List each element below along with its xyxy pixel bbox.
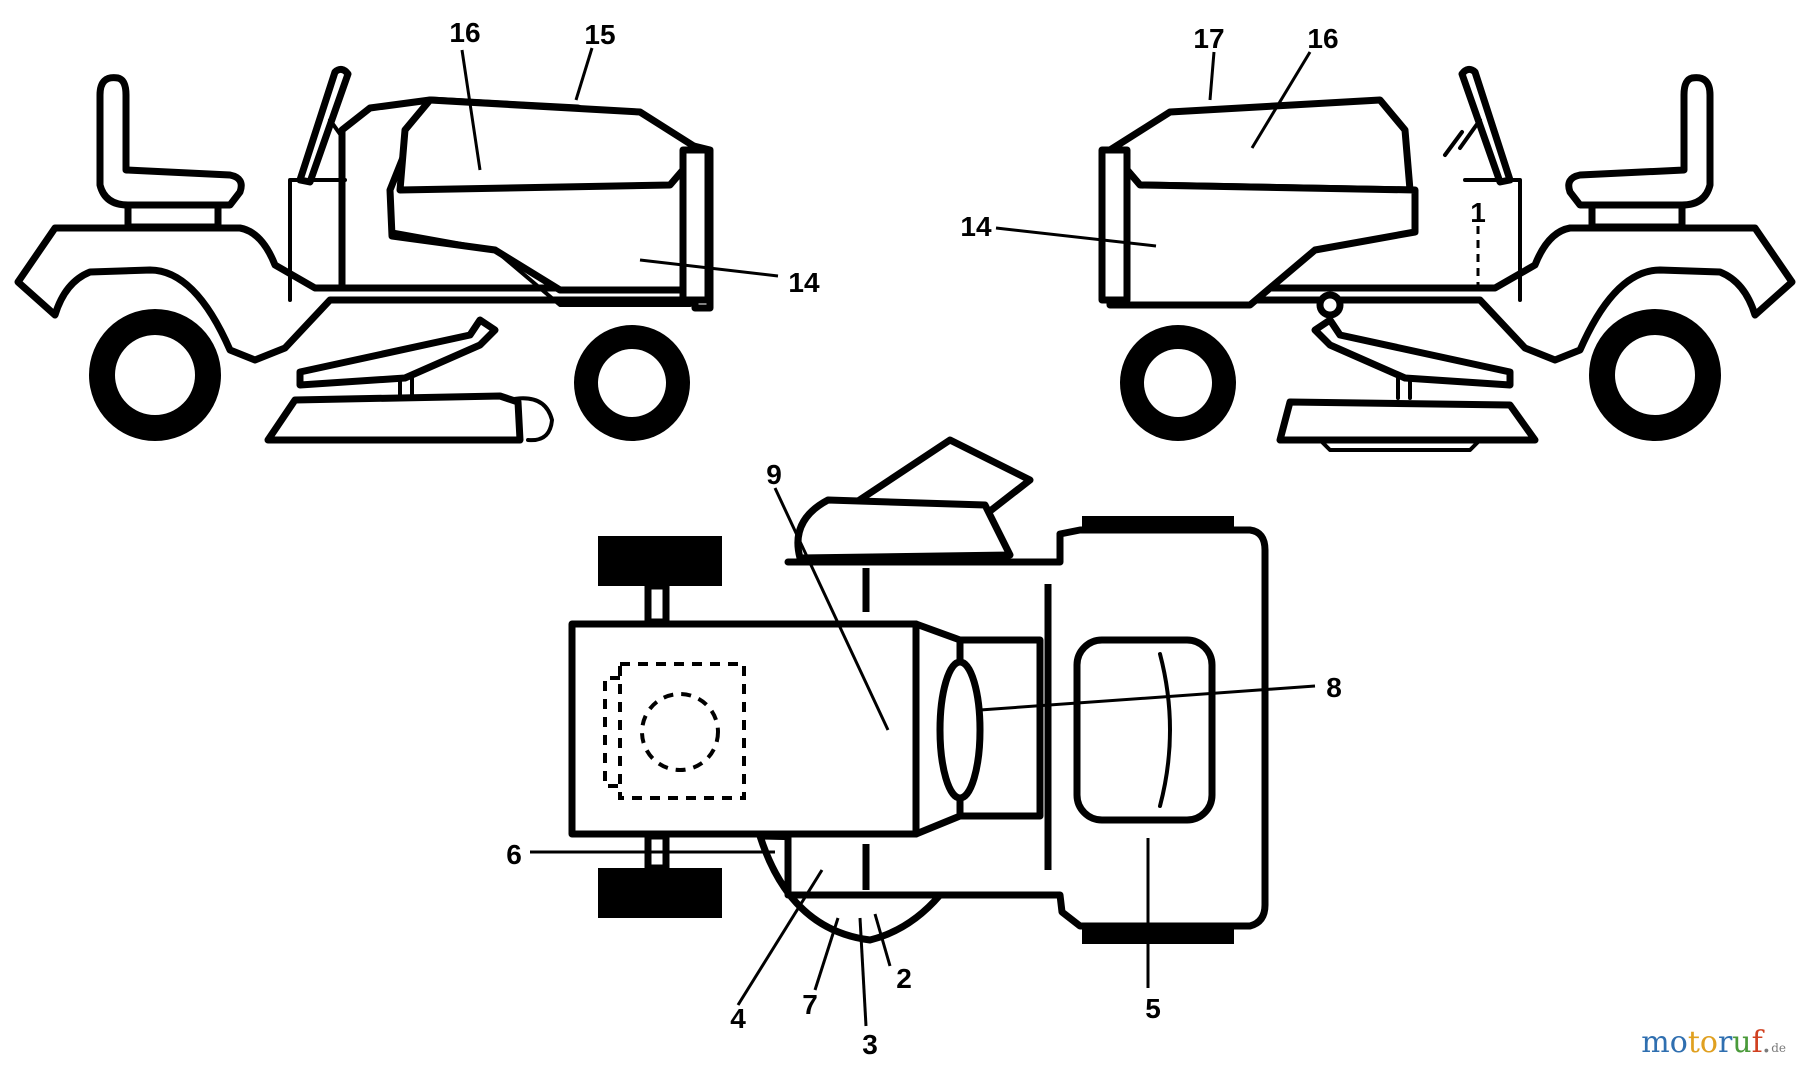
leader-14b xyxy=(995,226,1157,248)
leader-17 xyxy=(1208,51,1216,101)
engine-cover xyxy=(1073,636,1216,824)
leader-15 xyxy=(574,47,594,101)
rear-wheel-hub xyxy=(1615,335,1695,415)
fuel-cap-bracket xyxy=(603,676,620,788)
callout-9: 9 xyxy=(766,459,782,490)
steering-wheel xyxy=(296,65,352,186)
engine-cover-edge xyxy=(1158,652,1172,808)
rear-fender xyxy=(14,224,694,364)
tractor-top-view xyxy=(568,436,1269,944)
rear-fender xyxy=(1116,224,1796,364)
rear-axle-upper xyxy=(644,582,670,626)
mower-deck-top xyxy=(794,496,1014,562)
lift-knob xyxy=(1316,291,1344,319)
watermark-logo: motoruf.de xyxy=(1641,1025,1786,1060)
tractor-left-side-view xyxy=(14,65,714,444)
callout-15: 15 xyxy=(584,19,615,50)
rear-wheel-top-right xyxy=(598,868,722,918)
mower-deck xyxy=(264,392,524,444)
dash-panel xyxy=(288,178,347,302)
callout-14-right: 14 xyxy=(960,211,992,242)
rear-wheel-top-left xyxy=(598,536,722,586)
leader-8 xyxy=(979,684,1316,712)
leader-9 xyxy=(773,487,890,731)
rear-wheel-hub xyxy=(115,335,195,415)
leader-lines xyxy=(460,47,1480,1027)
hood-top xyxy=(396,96,704,194)
deck-hanger xyxy=(398,376,414,400)
leader-3 xyxy=(858,917,868,1027)
front-wheel-hub xyxy=(598,349,666,417)
dash-panel xyxy=(1463,178,1522,302)
leader-16a xyxy=(460,49,482,171)
steering-wheel xyxy=(1458,65,1514,186)
steering-wheel-top xyxy=(936,658,984,802)
discharge-chute xyxy=(506,396,554,443)
callout-8: 8 xyxy=(1326,672,1342,703)
hood xyxy=(1106,146,1419,309)
fuel-cap xyxy=(640,692,720,772)
seat-base xyxy=(124,201,222,231)
callout-3: 3 xyxy=(862,1029,878,1060)
seat-base xyxy=(1588,201,1686,231)
hood-side-line xyxy=(393,230,692,307)
seat xyxy=(96,74,245,209)
leader-2 xyxy=(873,913,892,967)
callout-14-left: 14 xyxy=(788,267,820,298)
grille xyxy=(1098,146,1131,304)
deck-hanger xyxy=(1396,376,1412,400)
callout-numbers: 16 15 14 17 16 14 1 9 8 6 4 7 3 2 5 xyxy=(449,17,1485,1060)
grille xyxy=(679,146,712,304)
tractor-right-side-view xyxy=(1098,65,1796,452)
mower-deck xyxy=(1276,398,1539,444)
hood-top xyxy=(1106,96,1414,194)
leader-7 xyxy=(813,917,840,991)
callout-17: 17 xyxy=(1193,23,1224,54)
callout-7: 7 xyxy=(802,989,818,1020)
callout-4: 4 xyxy=(730,1003,746,1034)
fuel-cap-area xyxy=(618,662,746,800)
deck-skirt xyxy=(1318,438,1482,452)
callout-1: 1 xyxy=(1470,197,1486,228)
callout-6: 6 xyxy=(506,839,522,870)
seat xyxy=(1565,74,1714,209)
front-wheel-top-right xyxy=(1082,928,1234,944)
leader-16b xyxy=(1250,51,1312,149)
leader-14a xyxy=(639,258,779,278)
callout-5: 5 xyxy=(1145,993,1161,1024)
front-wheel-hub xyxy=(1144,349,1212,417)
leader-4 xyxy=(736,869,824,1006)
deck-lift-pedal xyxy=(296,316,499,389)
callout-2: 2 xyxy=(896,963,912,994)
callout-16-left: 16 xyxy=(449,17,480,48)
callout-16-right: 16 xyxy=(1307,23,1338,54)
steering-column xyxy=(1443,118,1482,157)
deck-lift-pedal xyxy=(1311,316,1514,389)
